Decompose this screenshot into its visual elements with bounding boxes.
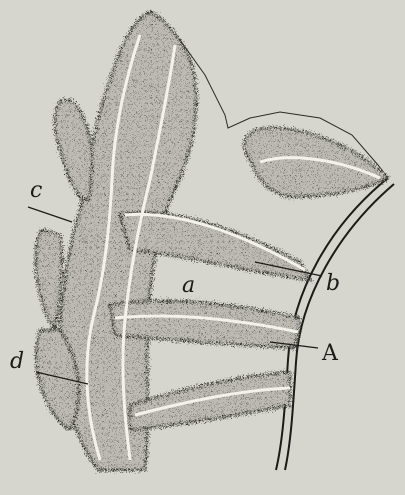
label-b: b [326, 271, 340, 296]
label-c: c [30, 178, 42, 203]
label-a: a [182, 273, 195, 298]
label-A: A [321, 341, 339, 366]
label-d: d [10, 349, 24, 374]
